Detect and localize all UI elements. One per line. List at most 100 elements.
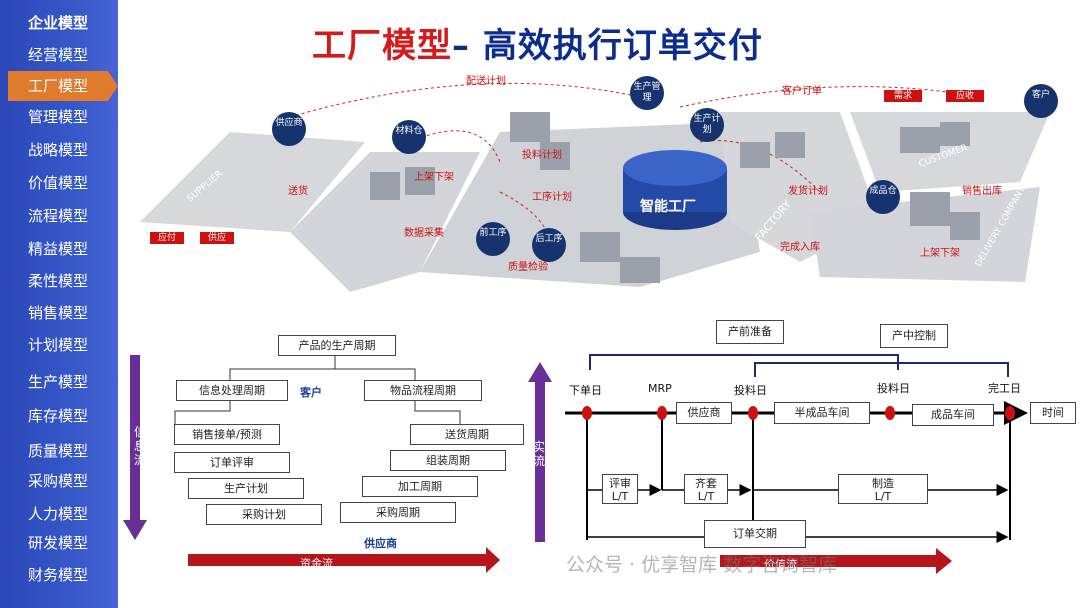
watermark: 公众号 · 优享智库 数字咨询智库	[566, 554, 838, 576]
label-shelf-2: 上架下架	[920, 248, 960, 259]
lt-kitting-b: L/T	[697, 490, 715, 503]
milestone-feed-day-1: 投料日	[734, 384, 767, 397]
bubble-pre-process: 前工序	[476, 222, 510, 256]
sidebar-item-12[interactable]: 生产模型	[27, 373, 88, 391]
label-sales-out: 销售出库	[962, 186, 1002, 197]
label-quality-check: 质量检验	[508, 262, 548, 273]
material-flow-arrow	[528, 362, 552, 542]
label-delivery-plan: 配送计划	[466, 76, 506, 87]
lt-kitting: 齐套 L/T	[684, 474, 728, 504]
value-flow-head	[936, 548, 952, 574]
flow-arc-1	[289, 82, 641, 118]
milestone-feed-day-2: 投料日	[877, 382, 910, 395]
order-lead-box: 订单交期	[704, 520, 806, 548]
value-flow-bar	[720, 555, 938, 567]
info-flow-head	[123, 520, 147, 540]
tag-payable: 应付	[150, 232, 184, 244]
in-control-bracket	[754, 362, 1009, 377]
cycle-info-head: 信息处理周期	[176, 380, 288, 401]
sidebar-nav: 企业模型经营模型工厂模型管理模型战略模型价值模型流程模型精益模型柔性模型销售模型…	[0, 0, 118, 608]
label-data-collect: 数据采集	[404, 228, 444, 239]
sidebar-item-9[interactable]: 柔性模型	[27, 272, 88, 290]
bubble-production-mgmt: 生产管理	[630, 76, 664, 110]
cycle-right-item-2: 组装周期	[390, 450, 506, 471]
tag-receivable: 应收	[946, 90, 984, 102]
pre-prep-box: 产前准备	[716, 320, 784, 344]
sidebar-item-6[interactable]: 价值模型	[27, 174, 88, 192]
sidebar-item-3[interactable]: 工厂模型	[8, 71, 118, 101]
cycle-left-item-1: 销售接单/预测	[174, 424, 280, 445]
bubble-post-process: 后工序	[532, 228, 566, 262]
hub-label: 智能工厂	[640, 199, 696, 215]
cycle-customer-label: 客户	[300, 386, 322, 399]
stage-finished: 成品车间	[912, 404, 994, 426]
label-customer-order: 客户订单	[782, 86, 822, 97]
fund-flow-head	[486, 547, 500, 573]
racks	[370, 112, 980, 283]
sidebar-item-11[interactable]: 计划模型	[27, 336, 88, 354]
title-main: 工厂模型	[312, 26, 452, 66]
factory-scene: SUPPLIER FACTORY CUSTOMER DELIVERY COMPA…	[140, 82, 1050, 292]
sidebar-item-7[interactable]: 流程模型	[27, 207, 88, 225]
factory-illustration: SUPPLIER FACTORY CUSTOMER DELIVERY COMPA…	[120, 72, 1062, 304]
lt-review: 评审 L/T	[602, 474, 638, 504]
sidebar-item-15[interactable]: 采购模型	[27, 472, 88, 490]
cycle-left-item-3: 生产计划	[188, 478, 304, 499]
fund-flow-bar	[188, 554, 488, 566]
info-flow-bar	[130, 355, 140, 525]
label-ship: 送货	[288, 186, 308, 197]
cycle-supplier-label: 供应商	[364, 537, 397, 550]
sidebar-item-10[interactable]: 销售模型	[27, 304, 88, 322]
sidebar-item-8[interactable]: 精益模型	[27, 240, 88, 258]
cycle-left-item-4: 采购计划	[206, 504, 322, 525]
bubble-customer: 客户	[1024, 84, 1058, 118]
milestone-dots	[582, 406, 1015, 420]
lt-review-a: 评审	[609, 477, 631, 490]
sidebar-item-14[interactable]: 质量模型	[27, 442, 88, 460]
sidebar-item-17[interactable]: 研发模型	[27, 534, 88, 552]
sidebar-item-16[interactable]: 人力模型	[27, 505, 88, 523]
page-title: 工厂模型– 高效执行订单交付	[312, 18, 763, 67]
bubble-material-warehouse: 材料仓	[392, 120, 426, 154]
sidebar-item-18[interactable]: 财务模型	[27, 566, 88, 584]
tag-demand: 需求	[884, 90, 922, 102]
cycle-diagram	[123, 355, 500, 573]
bubble-supplier: 供应商	[272, 112, 306, 146]
timeline-verticals	[586, 413, 1011, 540]
bubble-production-plan: 生产计划	[690, 108, 724, 142]
hub-top	[623, 150, 727, 186]
cycle-right-item-4: 采购周期	[340, 502, 456, 523]
tree-lines	[174, 355, 461, 425]
cycle-root: 产品的生产周期	[278, 335, 396, 356]
label-feed-plan: 投料计划	[522, 150, 562, 161]
sidebar-item-5[interactable]: 战略模型	[27, 141, 88, 159]
lt-manufacture-b: L/T	[874, 490, 892, 503]
stage-time: 时间	[1030, 402, 1076, 424]
info-flow-label: 信息流	[133, 425, 146, 467]
sidebar-item-1: 企业模型	[27, 14, 88, 32]
sidebar-item-13[interactable]: 库存模型	[27, 407, 88, 425]
sidebar-item-4[interactable]: 管理模型	[27, 108, 88, 126]
sidebar-item-2[interactable]: 经营模型	[27, 46, 88, 64]
cycle-right-item-3: 加工周期	[362, 476, 478, 497]
milestone-order-day: 下单日	[569, 384, 602, 397]
lt-manufacture: 制造 L/T	[838, 474, 928, 504]
lt-manufacture-a: 制造	[872, 477, 894, 490]
supplier-platform	[140, 132, 365, 232]
stage-supplier: 供应商	[676, 402, 732, 424]
lt-kitting-a: 齐套	[695, 477, 717, 490]
lt-review-b: L/T	[611, 490, 629, 503]
cycle-material-head: 物品流程周期	[364, 380, 482, 401]
milestone-finish-day: 完工日	[988, 382, 1021, 395]
material-flow-label: 实流	[532, 440, 545, 468]
flow-arc-2	[679, 86, 981, 108]
cycle-right-item-1: 送货周期	[410, 424, 524, 445]
label-ship-plan: 发货计划	[788, 186, 828, 197]
label-shelf-1: 上架下架	[414, 172, 454, 183]
bubble-finished-warehouse: 成品仓	[866, 180, 900, 214]
in-control-box: 产中控制	[880, 324, 948, 348]
label-process-plan: 工序计划	[532, 192, 572, 203]
delivery-platform	[810, 187, 1040, 282]
label-store-in: 完成入库	[780, 242, 820, 253]
